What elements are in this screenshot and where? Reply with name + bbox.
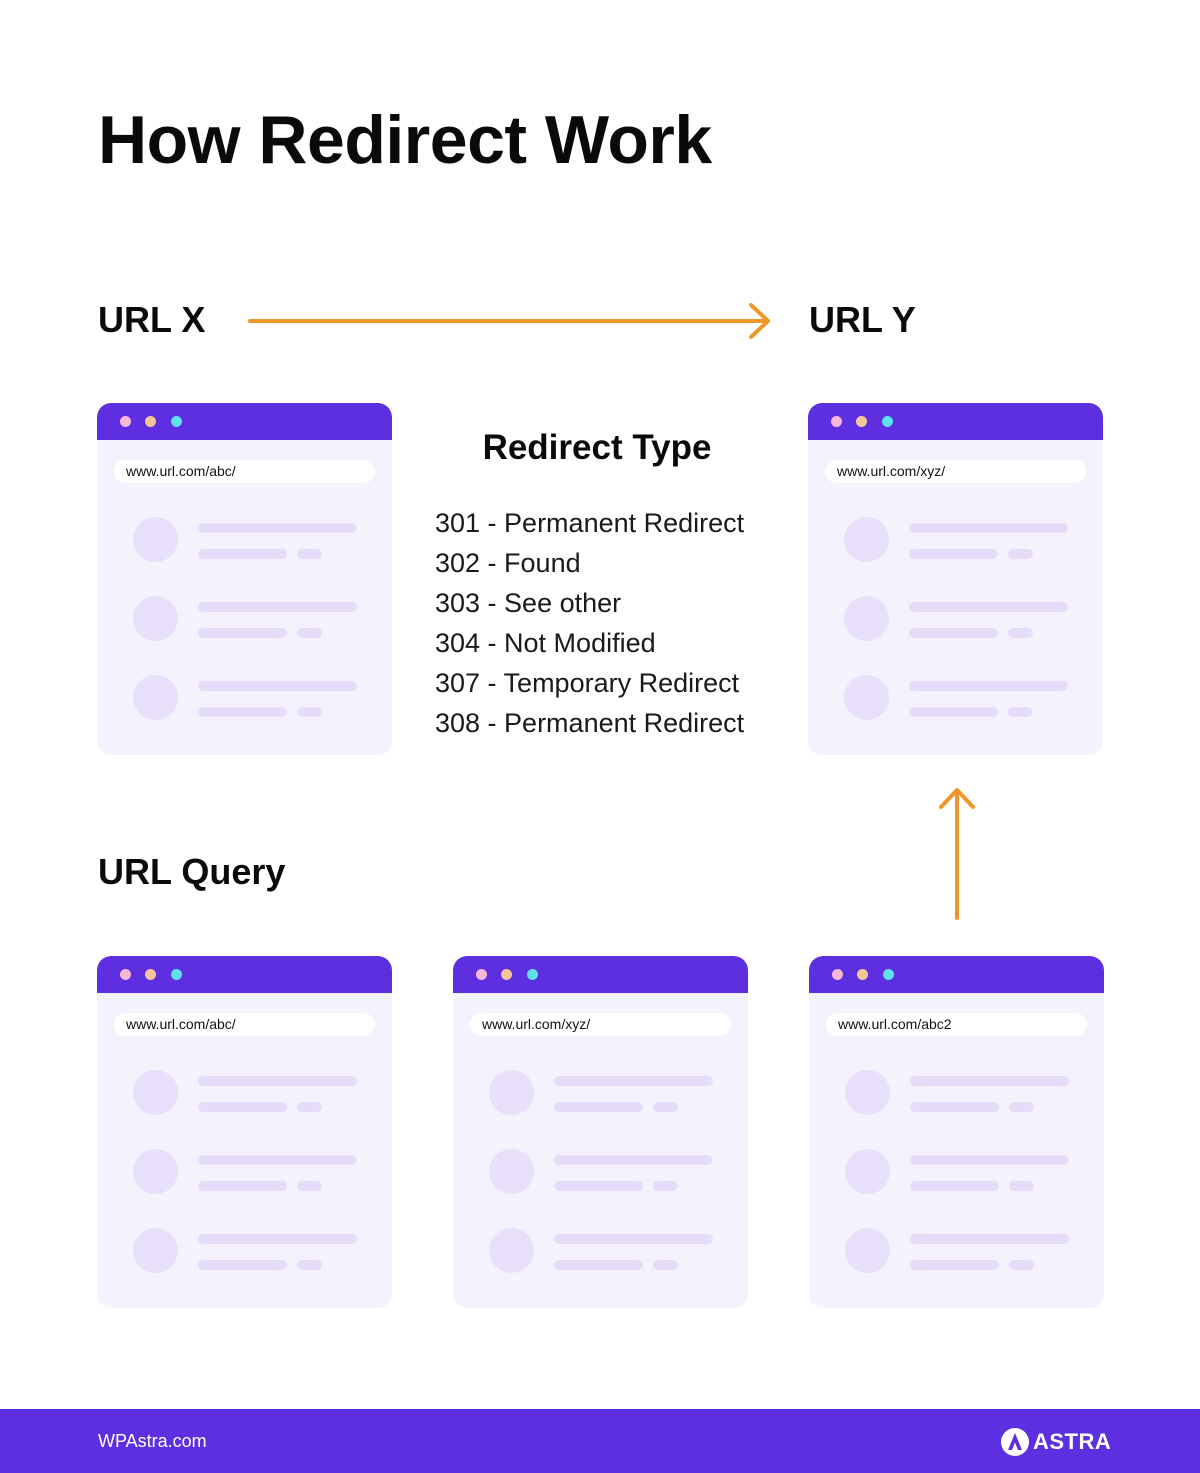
- brand-name: ASTRA: [1033, 1429, 1112, 1454]
- address-bar: www.url.com/abc/: [114, 1013, 375, 1036]
- content-row-placeholder: [844, 675, 1074, 721]
- redirect-type-item: 303 - See other: [435, 588, 622, 618]
- window-dot-icon: [120, 969, 131, 980]
- browser-window-query-3: www.url.com/abc2: [809, 956, 1104, 1308]
- window-dot-icon: [831, 416, 842, 427]
- astra-logo: ASTRA: [1000, 1427, 1111, 1457]
- redirect-type-list: 301 - Permanent Redirect 302 - Found 303…: [435, 503, 744, 743]
- content-row-placeholder: [133, 1070, 363, 1116]
- content-row-placeholder: [844, 596, 1074, 642]
- footer-bar: WPAstra.com ASTRA: [0, 1409, 1200, 1473]
- url-x-label: URL X: [98, 299, 206, 340]
- address-bar: www.url.com/abc/: [114, 460, 375, 483]
- browser-title-bar: [808, 403, 1103, 440]
- content-row-placeholder: [133, 596, 363, 642]
- window-dot-icon: [501, 969, 512, 980]
- window-dot-icon: [832, 969, 843, 980]
- content-row-placeholder: [489, 1070, 719, 1116]
- window-dot-icon: [527, 969, 538, 980]
- footer-site-link[interactable]: WPAstra.com: [98, 1431, 207, 1451]
- browser-title-bar: [97, 956, 392, 993]
- browser-window-url-x: www.url.com/abc/: [97, 403, 392, 755]
- arrow-right-icon: [248, 303, 770, 339]
- browser-window-url-y: www.url.com/xyz/: [808, 403, 1103, 755]
- page-title: How Redirect Work: [98, 102, 712, 178]
- window-dot-icon: [882, 416, 893, 427]
- url-query-label: URL Query: [98, 851, 286, 892]
- window-dot-icon: [171, 969, 182, 980]
- content-row-placeholder: [133, 1228, 363, 1274]
- redirect-type-item: 308 - Permanent Redirect: [435, 708, 745, 738]
- arrow-up-icon: [939, 788, 975, 920]
- window-dot-icon: [883, 969, 894, 980]
- url-y-label: URL Y: [809, 299, 916, 340]
- content-row-placeholder: [133, 1149, 363, 1195]
- window-dot-icon: [120, 416, 131, 427]
- window-dot-icon: [145, 416, 156, 427]
- browser-title-bar: [97, 403, 392, 440]
- window-dot-icon: [857, 969, 868, 980]
- redirect-type-item: 302 - Found: [435, 548, 581, 578]
- window-dot-icon: [171, 416, 182, 427]
- redirect-type-item: 307 - Temporary Redirect: [435, 668, 740, 698]
- address-bar: www.url.com/abc2: [826, 1013, 1087, 1036]
- astra-logo-icon: [1001, 1428, 1029, 1456]
- content-row-placeholder: [133, 675, 363, 721]
- browser-window-query-1: www.url.com/abc/: [97, 956, 392, 1308]
- redirect-type-heading: Redirect Type: [482, 428, 712, 467]
- content-row-placeholder: [489, 1228, 719, 1274]
- content-row-placeholder: [133, 517, 363, 563]
- browser-window-query-2: www.url.com/xyz/: [453, 956, 748, 1308]
- content-row-placeholder: [845, 1149, 1075, 1195]
- redirect-type-item: 304 - Not Modified: [435, 628, 656, 658]
- redirect-type-item: 301 - Permanent Redirect: [435, 508, 745, 538]
- window-dot-icon: [145, 969, 156, 980]
- content-row-placeholder: [844, 517, 1074, 563]
- content-row-placeholder: [489, 1149, 719, 1195]
- content-row-placeholder: [845, 1228, 1075, 1274]
- content-row-placeholder: [845, 1070, 1075, 1116]
- address-bar: www.url.com/xyz/: [825, 460, 1086, 483]
- window-dot-icon: [856, 416, 867, 427]
- address-bar: www.url.com/xyz/: [470, 1013, 731, 1036]
- window-dot-icon: [476, 969, 487, 980]
- browser-title-bar: [809, 956, 1104, 993]
- browser-title-bar: [453, 956, 748, 993]
